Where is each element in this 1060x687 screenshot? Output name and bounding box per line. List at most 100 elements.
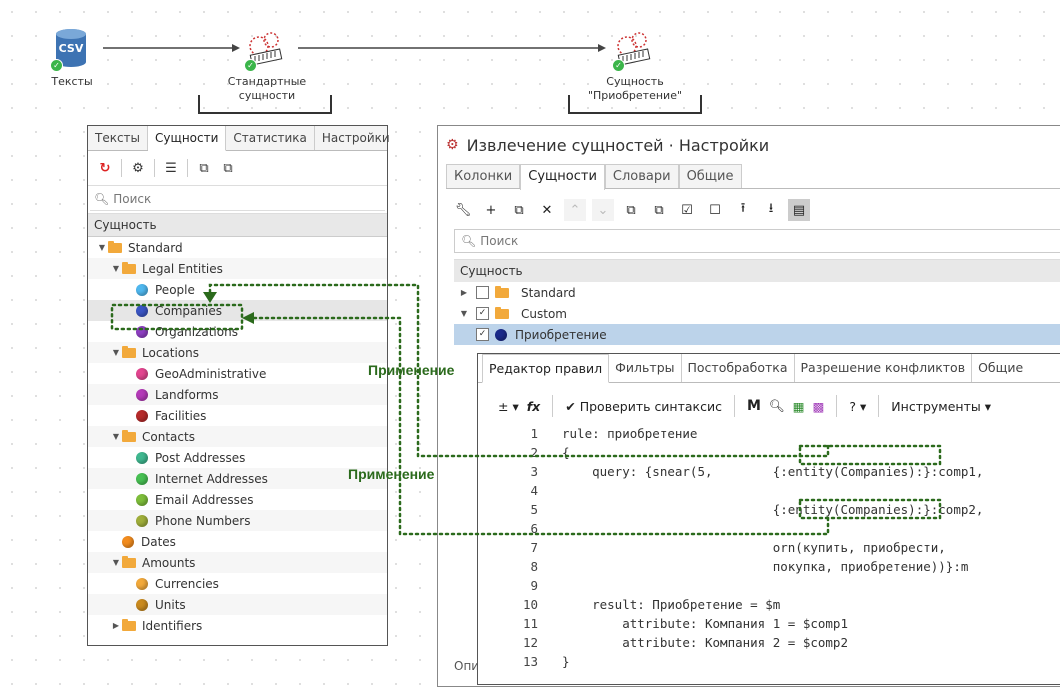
function-icon[interactable]: fx	[526, 398, 541, 414]
tree-item-post-addresses[interactable]: Post Addresses	[88, 447, 387, 468]
entity-row-label: Custom	[521, 306, 567, 321]
move-up-icon[interactable]: ⌃	[564, 199, 586, 221]
chevron-icon[interactable]: ▼	[112, 558, 120, 567]
entity-row-1[interactable]: ▼ ✓ Custom	[454, 303, 1060, 324]
tree-item-internet-addresses[interactable]: Internet Addresses	[88, 468, 387, 489]
tree-item-standard[interactable]: ▼Standard	[88, 237, 387, 258]
checkbox[interactable]: ✓	[476, 307, 489, 320]
line-number: 1	[530, 426, 538, 441]
column-header-entity[interactable]: Сущность	[88, 213, 387, 237]
tree-item-label: Legal Entities	[142, 261, 223, 276]
entity-dot-icon	[136, 283, 148, 296]
tab-texts[interactable]: Тексты	[88, 126, 149, 150]
delete-icon[interactable]: ✕	[541, 202, 553, 218]
tree-item-landforms[interactable]: Landforms	[88, 384, 387, 405]
panel-toggle-icon[interactable]: ▤	[788, 199, 810, 221]
code-text: orn(купить, приобрести,	[562, 540, 946, 555]
chevron-icon[interactable]: ▼	[112, 348, 120, 357]
toolbar-separator	[187, 159, 188, 177]
move-down-icon[interactable]: ⌄	[592, 199, 614, 221]
entity-extraction-node-icon[interactable]	[245, 28, 287, 70]
tab-postprocessing[interactable]: Постобработка	[682, 354, 795, 382]
tree-item-identifiers[interactable]: ▶Identifiers	[88, 615, 387, 636]
tab-settings[interactable]: Настройки	[321, 131, 390, 145]
code-line: 3 query: {snear(5, {:entity(Companies):}…	[488, 462, 1060, 481]
wrench-icon[interactable]: 🔧︎	[454, 202, 472, 218]
tree-item-label: Landforms	[155, 387, 219, 402]
collapse-all-icon[interactable]: ⧉	[654, 202, 664, 218]
left-search-input[interactable]: 🔍︎ Поиск	[90, 188, 385, 211]
check-syntax-button[interactable]: ✔ Проверить синтаксис	[565, 399, 722, 414]
tools-dropdown[interactable]: Инструменты ▾	[891, 398, 991, 414]
tree-item-label: Contacts	[142, 429, 195, 444]
tree-item-locations[interactable]: ▼Locations	[88, 342, 387, 363]
plus-minus-dropdown[interactable]: ± ▾	[498, 398, 519, 414]
csv-icon-text: CSV	[58, 42, 84, 55]
tree-item-currencies[interactable]: Currencies	[88, 573, 387, 594]
add-icon[interactable]: +	[485, 202, 497, 218]
chevron-icon[interactable]: ▶	[112, 621, 120, 630]
tab-general[interactable]: Общие	[978, 360, 1024, 375]
entity-extraction-node-icon[interactable]	[613, 28, 655, 70]
upload-icon[interactable]: ⭱	[740, 201, 746, 216]
entity-row-0[interactable]: ▶Standard	[454, 282, 1060, 303]
entity-row-2[interactable]: ✓Приобретение	[454, 324, 1060, 345]
chevron-icon[interactable]: ▼	[460, 309, 468, 318]
tree-item-email-addresses[interactable]: Email Addresses	[88, 489, 387, 510]
tree-item-companies[interactable]: Companies	[88, 300, 387, 321]
tree-item-geoadministrative[interactable]: GeoAdministrative	[88, 363, 387, 384]
tab-dictionaries[interactable]: Словари	[604, 164, 679, 188]
checkbox[interactable]	[476, 286, 489, 299]
tree-item-amounts[interactable]: ▼Amounts	[88, 552, 387, 573]
tab-general[interactable]: Общие	[678, 164, 742, 188]
tree-item-units[interactable]: Units	[88, 594, 387, 615]
right-search-input[interactable]: 🔍︎ Поиск	[454, 229, 1060, 253]
macro-m-button[interactable]: M	[746, 398, 761, 414]
refresh-icon[interactable]: ↻	[99, 160, 111, 176]
tab-statistics[interactable]: Статистика	[226, 126, 315, 150]
column-header-entity[interactable]: Сущность	[454, 259, 1060, 282]
collapse-all-icon[interactable]: ⧉	[223, 160, 233, 176]
chevron-icon[interactable]: ▼	[112, 264, 120, 273]
tree-item-legal-entities[interactable]: ▼ Legal Entities	[88, 258, 387, 279]
entity-dot-icon	[136, 577, 148, 590]
entity-extraction-icon: ⚙	[446, 137, 459, 153]
check-all-icon[interactable]: ☑	[681, 202, 693, 218]
tab-entities[interactable]: Сущности	[148, 126, 227, 151]
expand-all-icon[interactable]: ⧉	[626, 202, 636, 218]
chevron-icon[interactable]: ▼	[112, 432, 120, 441]
download-icon[interactable]: ⭳	[768, 201, 774, 216]
chevron-icon[interactable]: ▶	[460, 288, 468, 297]
tree-item-dates[interactable]: Dates	[88, 531, 387, 552]
tab-entities[interactable]: Сущности	[520, 164, 605, 190]
tree-item-facilities[interactable]: Facilities	[88, 405, 387, 426]
uncheck-all-icon[interactable]: ☐	[709, 202, 721, 218]
chevron-icon[interactable]: ▼	[98, 243, 106, 252]
entity-dot-icon	[122, 535, 134, 548]
tab-conflict-resolution[interactable]: Разрешение конфликтов	[795, 354, 973, 382]
tab-rule-editor[interactable]: Редактор правил	[482, 354, 610, 383]
color-grid-icon[interactable]: ▩	[812, 398, 825, 414]
expand-all-icon[interactable]: ⧉	[199, 160, 209, 176]
list-icon[interactable]: ☰	[165, 160, 177, 176]
tree-item-contacts[interactable]: ▼ Contacts	[88, 426, 387, 447]
csv-node-icon[interactable]: CSV	[54, 28, 88, 68]
help-dropdown[interactable]: ? ▾	[849, 398, 867, 414]
line-number: 7	[530, 540, 538, 555]
folder-icon	[122, 618, 136, 631]
help-label: ?	[849, 398, 857, 414]
tab-filters[interactable]: Фильтры	[609, 354, 682, 382]
copy-icon[interactable]: ⧉	[514, 202, 524, 218]
entity-dot-icon	[136, 367, 148, 380]
tree-item-people[interactable]: People	[88, 279, 387, 300]
checkbox[interactable]: ✓	[476, 328, 489, 341]
tree-item-phone-numbers[interactable]: Phone Numbers	[88, 510, 387, 531]
tab-columns[interactable]: Колонки	[446, 164, 521, 188]
calendar-check-icon[interactable]: ▦	[792, 398, 805, 414]
gear-icon[interactable]: ⚙	[132, 160, 144, 176]
zoom-search-icon[interactable]: 🔍︎	[768, 398, 785, 413]
tree-item-organizations[interactable]: Organizations	[88, 321, 387, 342]
entity-dot-icon	[136, 409, 148, 422]
